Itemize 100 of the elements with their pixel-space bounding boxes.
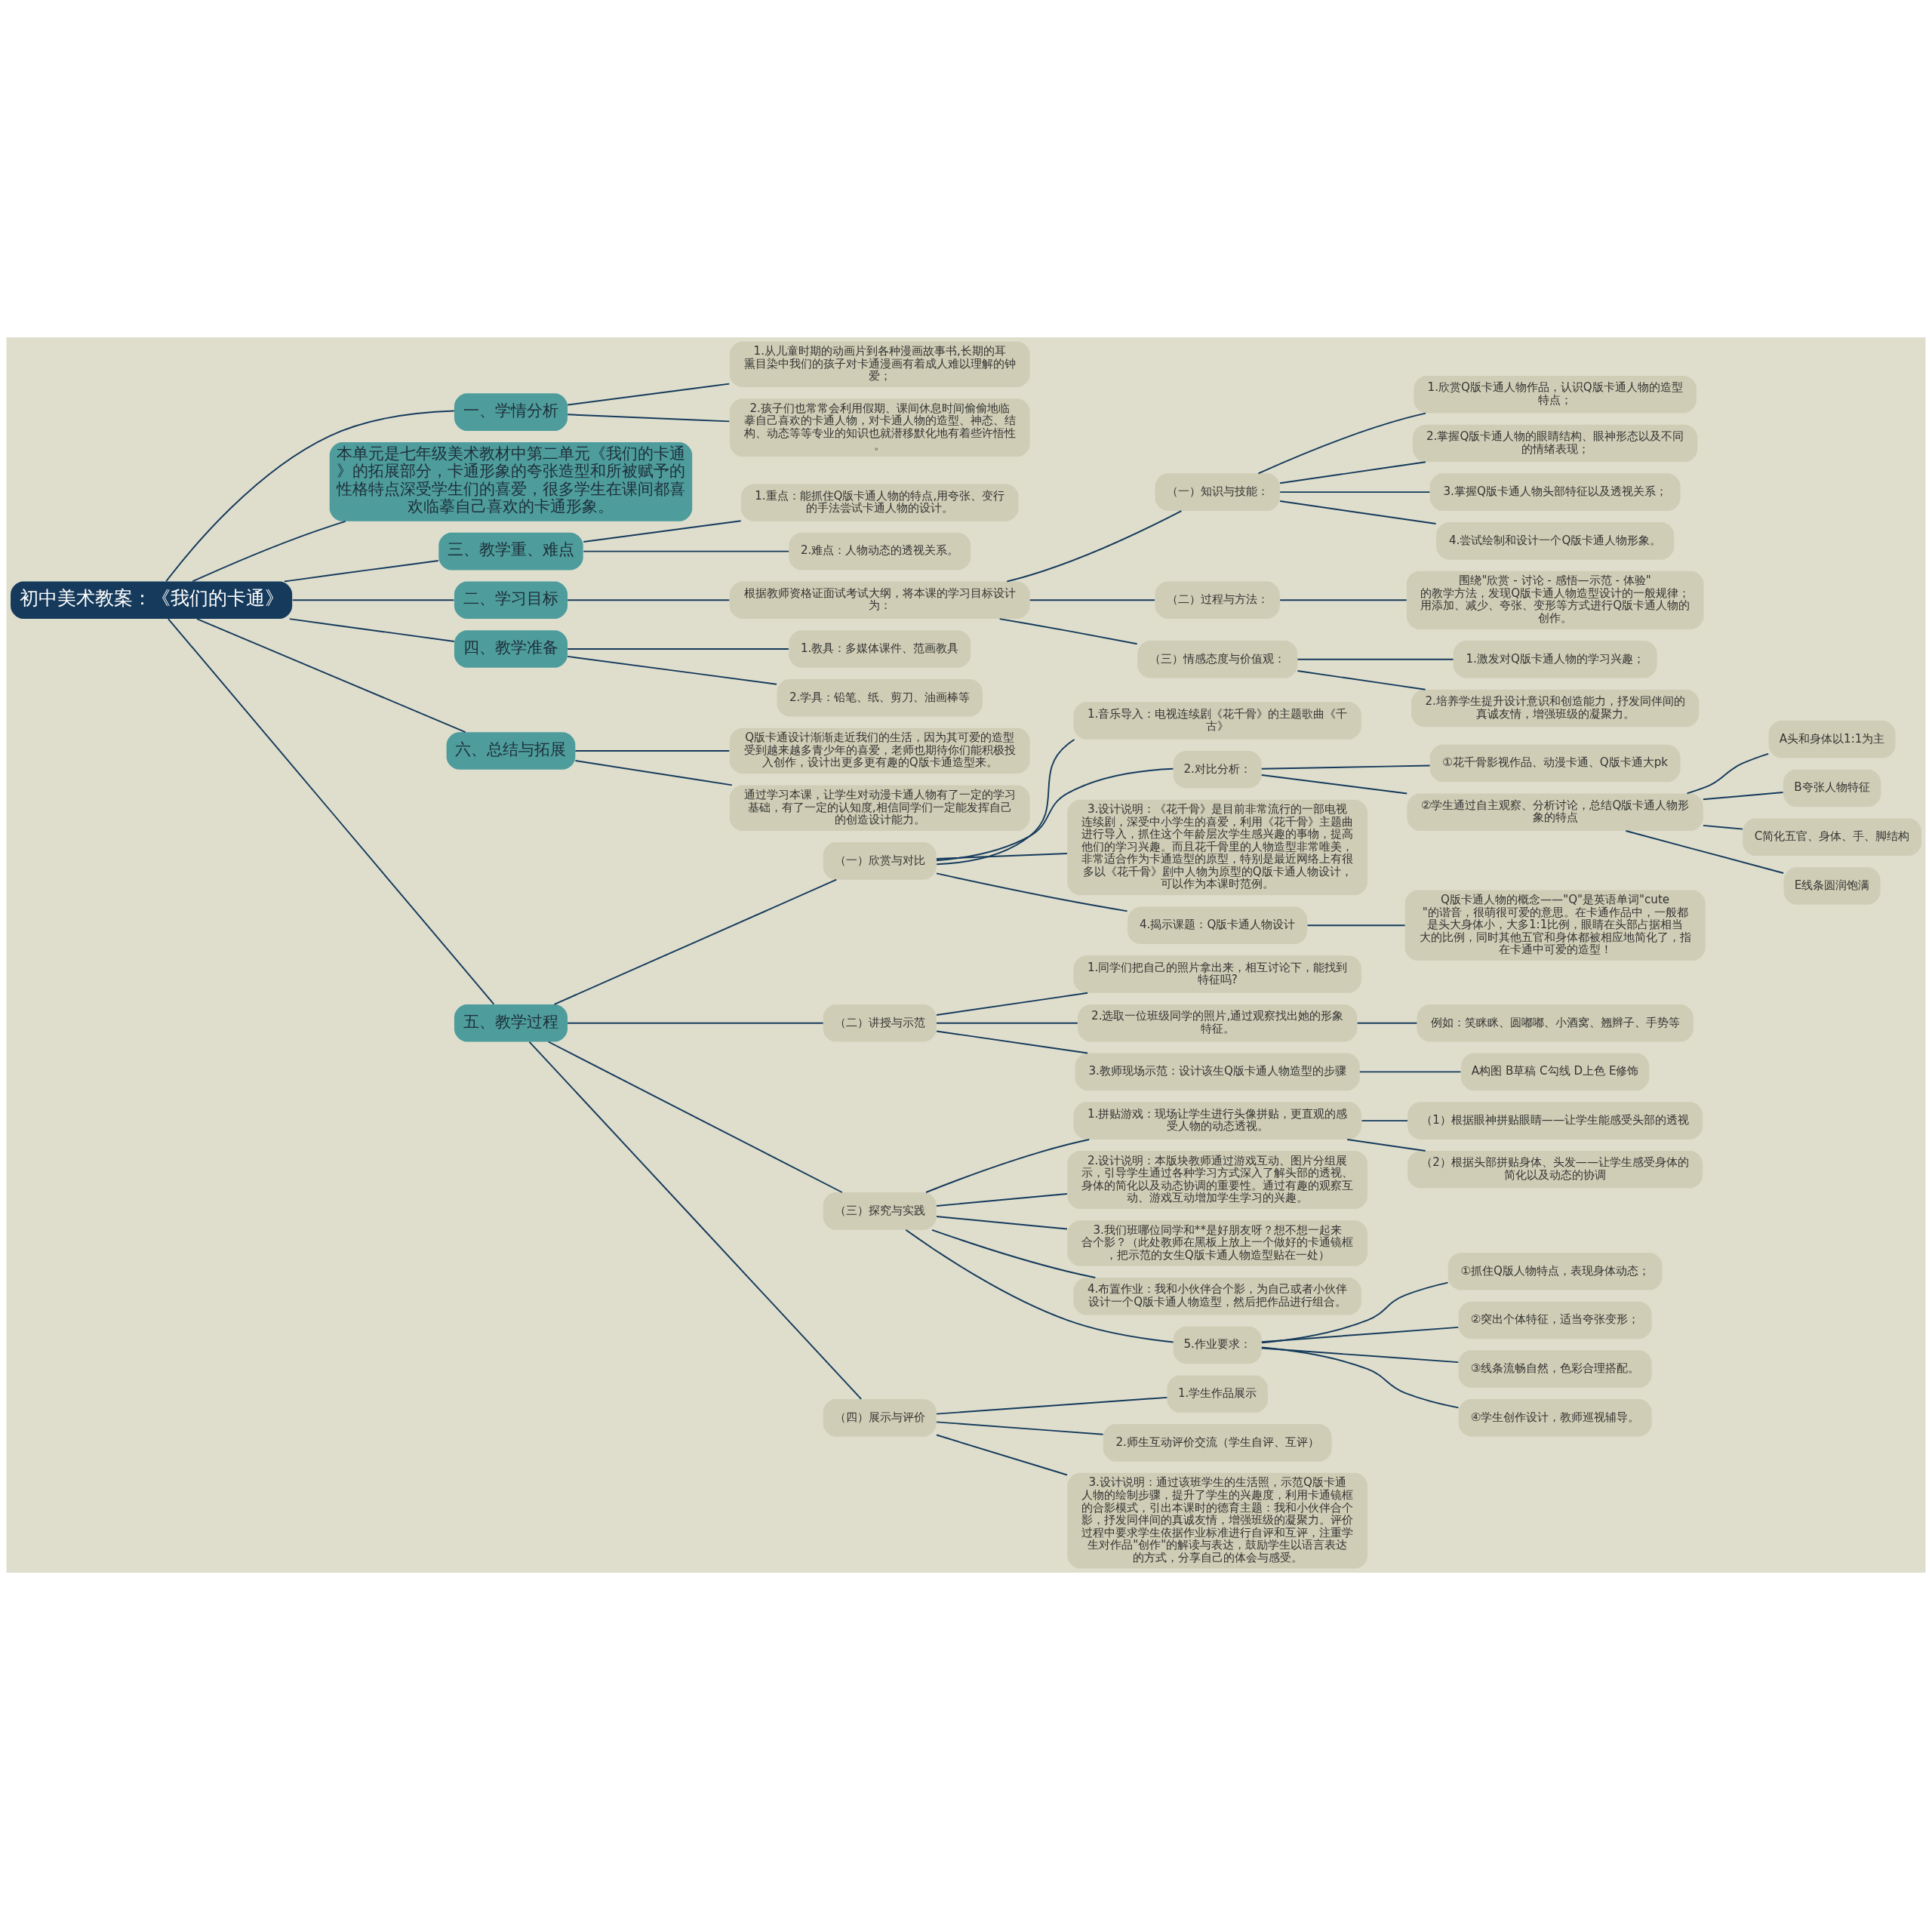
node-box: 一、学情分析 <box>454 393 568 431</box>
node-box: 围绕"欣赏 - 讨论 - 感悟—示范 - 体验"的教学方法，发现Q版卡通人物造型设计的一般规律；用添加、减少、夸张、变形等方式进行Q版卡通人物的创作。 <box>1406 571 1704 629</box>
node-box: 2.孩子们也常常会利用假期、课间休息时间偷偷地临摹自己喜欢的卡通人物，对卡通人物的造型、神态、结构、动态等等专业的知识也就潜移默化地有着些许悟性。 <box>729 398 1030 457</box>
connector <box>583 550 790 552</box>
node-box: （三）探究与实践 <box>823 1192 937 1230</box>
node-box: 2.掌握Q版卡通人物的眼睛结构、眼神形态以及不同的情绪表现； <box>1413 424 1698 463</box>
node-box: 3.我们班哪位同学和**是好朋友呀？想不想一起来合个影？（此处教师在黑板上放上一个做好的卡通镜框，把示范的女生Q版卡通人物造型贴在一处） <box>1067 1220 1368 1266</box>
node-box: A头和身体以1:1为主 <box>1768 721 1896 758</box>
connector <box>567 1022 824 1024</box>
node-box: 例如：笑眯眯、圆嘟嘟、小酒窝、翘辫子、手势等 <box>1417 1004 1694 1042</box>
connector <box>936 1193 1068 1207</box>
node-box: 本单元是七年级美术教材中第二单元《我们的卡通》的拓展部分，卡通形象的夸张造型和所被赋予的性格特点深受学生们的喜爱，很多学生在课间都喜欢临摹自己喜欢的卡通形象。 <box>329 442 693 521</box>
node-box: 4.布置作业：我和小伙伴合个影，为自己或者小伙伴设计一个Q版卡通人物造型，然后把作品进行组合。 <box>1073 1278 1361 1315</box>
connector <box>165 410 455 583</box>
node-box: 1.欣赏Q版卡通人物作品，认识Q版卡通人物的造型特点； <box>1414 375 1697 414</box>
connector <box>1279 461 1426 484</box>
connector <box>936 1022 1078 1024</box>
node-box: ④学生创作设计，教师巡视辅导。 <box>1458 1399 1652 1437</box>
connector <box>567 383 731 406</box>
node-box: 1.从儿童时期的动画片到各种漫画故事书,长期的耳熏目染中我们的孩子对卡通漫画有着成人难以理解的钟爱； <box>729 341 1030 388</box>
node-box: 1.音乐导入：电视连续剧《花千骨》的主题歌曲《千古》 <box>1073 702 1361 740</box>
connector <box>1686 752 1770 795</box>
node-box: 2.难点：人物动态的透视关系。 <box>789 532 971 571</box>
connector <box>567 648 789 650</box>
node-box: （二）讲授与示范 <box>823 1004 937 1042</box>
connector <box>574 760 733 786</box>
connector <box>1356 1022 1418 1024</box>
node-box: C简化五官、身体、手、脚结构 <box>1743 818 1921 856</box>
node-box: 4.尝试绘制和设计一个Q版卡通人物形象。 <box>1436 522 1675 560</box>
node-box: 1.拼贴游戏：现场让学生进行头像拼贴，更直观的感受人物的动态透视。 <box>1073 1102 1361 1140</box>
connector <box>528 1041 863 1400</box>
connector <box>936 872 1128 912</box>
connector <box>1702 792 1784 801</box>
connector <box>547 1041 843 1193</box>
connector <box>1297 670 1426 690</box>
connector <box>1625 830 1785 874</box>
node-box: 初中美术教案：《我们的卡通》 <box>11 581 293 620</box>
connector <box>1260 1347 1460 1364</box>
node-box: 通过学习本课，让学生对动漫卡通人物有了一定的学习基础，有了一定的认知度,相信同学们一定能发挥自己的创造设计能力。 <box>729 785 1030 831</box>
connector <box>1297 658 1454 660</box>
connector <box>567 414 731 423</box>
node-box: 1.教具：多媒体课件、范画教具 <box>789 630 971 668</box>
connector <box>1260 764 1431 770</box>
node-box: （四）展示与评价 <box>823 1399 937 1437</box>
node-box: 五、教学过程 <box>454 1004 568 1042</box>
node-box: （三）情感态度与价值观： <box>1137 641 1298 678</box>
connector <box>1260 1326 1460 1343</box>
node-box: 2.设计说明：本版块教师通过游戏互动、图片分组展示，引导学生通过各种学习方式深入了解头部的透视、身体的简化以及动态协调的重要性。通过有趣的观察互动、游戏互动增加学生学习的兴趣。 <box>1067 1151 1368 1210</box>
node-box: （一）欣赏与对比 <box>823 842 937 880</box>
connector <box>574 750 731 752</box>
connector <box>1279 500 1437 524</box>
connector <box>283 560 439 583</box>
node-box: 1.重点：能抓住Q版卡通人物的特点,用夸张、变行的手法尝试卡通人物的设计。 <box>740 484 1019 521</box>
node-box: ①抓住Q版人物特点，表现身体动态； <box>1447 1252 1663 1290</box>
node-box: 二、学习目标 <box>454 581 568 620</box>
node-box: 3.掌握Q版卡通人物头部特征以及透视关系； <box>1429 473 1681 511</box>
node-box: （一）知识与技能： <box>1155 473 1280 511</box>
connector <box>1260 774 1408 795</box>
connector <box>567 599 731 601</box>
connector <box>936 1434 1068 1476</box>
connector <box>167 618 495 1005</box>
connector <box>1358 1071 1462 1073</box>
node-box: 2.培养学生提升设计意识和创造能力，抒发同伴间的真诚友情，增强班级的凝聚力。 <box>1411 689 1700 727</box>
connector <box>1361 1120 1408 1122</box>
node-box: 5.作业要求： <box>1173 1326 1262 1364</box>
connector <box>1306 924 1406 927</box>
connector <box>936 1030 1089 1054</box>
connector <box>936 992 1089 1016</box>
node-box: （二）过程与方法： <box>1155 581 1280 620</box>
connector <box>291 599 455 601</box>
node-box: Q版卡通人物的概念——"Q"是英语单词"cute"的谐音，很萌很可爱的意思。在卡通作品中，一般都是头大身体小，大多1:1比例，眼睛在头部占据相当大的比例，同时其他五官和身体都被相应地简化了，指在卡通中可爱的造型！ <box>1404 890 1706 961</box>
node-box: 根据教师资格证面试考试大纲，将本课的学习目标设计为： <box>729 581 1030 620</box>
connector <box>936 853 1068 860</box>
connector <box>1029 599 1155 601</box>
connector <box>1279 599 1407 601</box>
connector <box>931 1229 1097 1278</box>
connector <box>567 655 778 685</box>
connector <box>553 878 838 1005</box>
node-box: 三、教学重、难点 <box>438 532 583 571</box>
connector <box>936 1216 1068 1230</box>
node-box: （2）根据头部拼贴身体、头发——让学生感受身体的简化以及动态的协调 <box>1407 1151 1703 1189</box>
connector <box>1261 1281 1449 1344</box>
node-box: A构图 B草稿 C勾线 D上色 E修饰 <box>1461 1053 1650 1091</box>
connector <box>998 618 1138 645</box>
connector <box>936 1421 1104 1435</box>
node-box: 3.教师现场示范：设计该生Q版卡通人物造型的步骤 <box>1075 1053 1360 1091</box>
node-box: 2.学具：铅笔、纸、剪刀、油画棒等 <box>777 678 983 717</box>
connector <box>1257 412 1426 475</box>
connector <box>583 520 742 543</box>
connector <box>905 1229 1174 1343</box>
node-box: ②学生通过自主观察、分析讨论，总结Q版卡通人物形象的特点 <box>1407 793 1703 831</box>
node-box: 四、教学准备 <box>454 630 568 668</box>
connector <box>1260 1346 1460 1409</box>
connector <box>936 1396 1168 1415</box>
node-box: 2.选取一位班级同学的照片,通过观察找出她的形象特征。 <box>1078 1004 1358 1042</box>
node-box: Q版卡通设计渐渐走近我们的生活，因为其可爱的造型受到越来越多青少年的喜爱，老师也期待你们能积极投入创作，设计出更多更有趣的Q版卡通造型来。 <box>729 727 1030 774</box>
node-box: 2.对比分析： <box>1173 750 1262 789</box>
connector <box>936 739 1075 866</box>
node-box: 六、总结与拓展 <box>446 732 576 770</box>
connector <box>1702 824 1743 830</box>
